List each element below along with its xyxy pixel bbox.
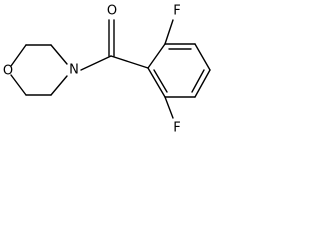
bond-c6-n (50, 75, 68, 96)
fluorine-bottom-label: F (173, 121, 180, 136)
morpholine-ring (10, 44, 68, 96)
ring-bond-4 (194, 69, 211, 98)
ring-bond-1 (147, 43, 166, 69)
bond-o-c5 (10, 74, 27, 96)
carbonyl-double-bond (108, 19, 115, 57)
bond-c-f-bottom (164, 96, 174, 119)
ring-double-3 (153, 69, 168, 93)
ring-bond-6 (147, 67, 166, 98)
bond-c-f-top (164, 19, 174, 45)
ring-bond-3 (194, 43, 211, 71)
ring-double-2 (191, 69, 205, 93)
difluorophenyl-ring (147, 43, 211, 98)
carbonyl-oxygen-label: O (107, 4, 117, 19)
ring-oxygen-label: O (3, 64, 13, 79)
nitrogen-label: N (69, 63, 79, 78)
bond-c3-o (10, 44, 27, 67)
chemical-structure: O O N F F (3, 4, 211, 136)
fluorine-top-label: F (173, 4, 180, 19)
bond-n-c2 (50, 44, 68, 65)
bond-carbonyl-aryl (110, 55, 149, 69)
bond-n-carbonyl (80, 55, 112, 71)
